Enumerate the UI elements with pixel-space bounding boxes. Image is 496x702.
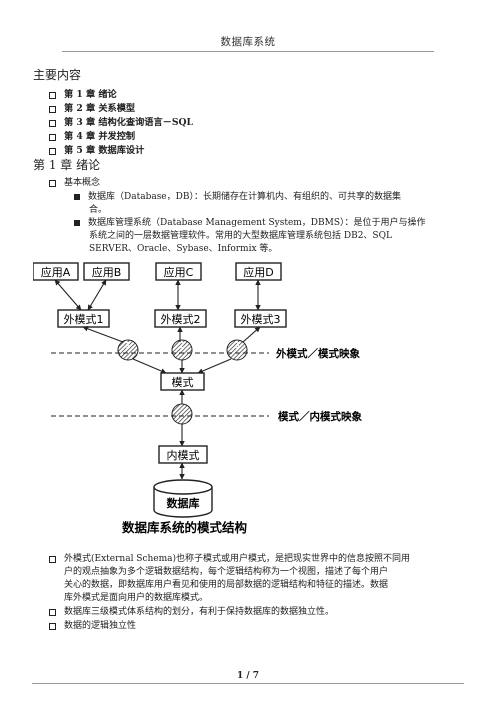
page-header-title: 数据库系统 bbox=[220, 36, 276, 48]
table-of-contents: 第 1 章 绪论 第 2 章 关系模型 第 3 章 结构化查询语言－SQL 第 … bbox=[49, 88, 193, 158]
basic-concepts-item: 基本概念 bbox=[49, 177, 100, 190]
bullet-dbms-cont-1: 系统之间的一层数据管理软件。常用的大型数据库管理系统包括 DB2、SQL bbox=[89, 231, 392, 241]
page-number: 1 / 7 bbox=[236, 671, 260, 681]
toc-item[interactable]: 第 1 章 绪论 bbox=[49, 88, 193, 102]
external-schema-paragraph-line2: 户的观点抽象为多个逻辑数据结构，每个逻辑结构称为一个视图，描述了每个用户 bbox=[64, 567, 389, 577]
three-level-paragraph: 数据库三级模式体系结构的划分，有利于保持数据库的数据独立性。 bbox=[49, 606, 334, 619]
external-schema-paragraph-line3: 关心的数据，即数据库用户看见和使用的局部数据的逻辑结构和特征的描述。数据 bbox=[64, 580, 389, 590]
app-d-label: 应用D bbox=[243, 265, 273, 279]
toc-item[interactable]: 第 2 章 关系模型 bbox=[49, 102, 193, 116]
checkbox-icon bbox=[49, 147, 56, 155]
bullet-db: 数据库（Database，DB）：长期储存在计算机内、有组织的、可共享的数据集 bbox=[74, 191, 401, 204]
checkbox-icon bbox=[49, 91, 56, 99]
database-cylinder bbox=[153, 479, 213, 518]
int-mapping-label: 模式／内模式映象 bbox=[278, 410, 362, 423]
svg-text:1: 1 bbox=[125, 341, 130, 350]
bullet-dbms: 数据库管理系统（Database Management System，DBMS）… bbox=[74, 217, 426, 230]
app-b-label: 应用B bbox=[92, 265, 122, 279]
app-a-label: 应用A bbox=[41, 265, 71, 279]
external-schema-paragraph: 外模式(External Schema)也称子模式或用户模式，是把现实世界中的信… bbox=[49, 553, 410, 566]
external-schema-1-label: 外模式1 bbox=[64, 313, 104, 326]
toc-item[interactable]: 第 5 章 数据库设计 bbox=[49, 144, 193, 158]
bullet-dbms-cont-2: SERVER、Oracle、Sybase、Informix 等。 bbox=[89, 244, 278, 254]
bullet-db-cont: 合。 bbox=[89, 205, 108, 215]
internal-schema-label: 内模式 bbox=[167, 448, 200, 462]
checkbox-icon bbox=[49, 133, 56, 141]
toc-item[interactable]: 第 3 章 结构化查询语言－SQL bbox=[49, 116, 193, 130]
ext-mapping-label: 外模式／模式映象 bbox=[275, 347, 360, 360]
checkbox-icon bbox=[49, 609, 56, 616]
database-label: 数据库 bbox=[167, 496, 200, 510]
external-schema-2-label: 外模式2 bbox=[161, 313, 201, 326]
app-c-label: 应用C bbox=[164, 265, 194, 279]
chapter1-title: 第 1 章 绪论 bbox=[33, 158, 101, 172]
checkbox-icon bbox=[49, 180, 56, 187]
bullet-icon bbox=[74, 194, 80, 200]
checkbox-icon bbox=[49, 119, 56, 127]
logical-independence-item: 数据的逻辑独立性 bbox=[49, 620, 136, 633]
schema-label: 模式 bbox=[172, 376, 194, 389]
main-heading: 主要内容 bbox=[33, 68, 82, 82]
external-schema-paragraph-line4: 库外模式是面向用户的数据库模式。 bbox=[64, 593, 209, 603]
bullet-icon bbox=[74, 220, 80, 226]
checkbox-icon bbox=[49, 556, 56, 563]
toc-item[interactable]: 第 4 章 并发控制 bbox=[49, 130, 193, 144]
app-box-b bbox=[83, 262, 130, 281]
mapping-circle-internal bbox=[171, 403, 193, 425]
svg-text:3: 3 bbox=[234, 341, 239, 350]
schema-architecture-diagram: 应用A 应用B 应用C 应用D 外模式1 外模式2 外模式3 外模式／模式映象 … bbox=[33, 262, 362, 535]
mapping-circle-3 bbox=[226, 339, 248, 361]
footer-divider bbox=[32, 683, 464, 684]
checkbox-icon bbox=[49, 105, 56, 113]
external-schema-3-label: 外模式3 bbox=[241, 313, 281, 326]
external-schema-3-box bbox=[234, 309, 287, 328]
checkbox-icon bbox=[49, 623, 56, 630]
mapping-circle-1 bbox=[117, 339, 139, 361]
diagram-caption: 数据库系统的模式结构 bbox=[121, 520, 247, 535]
svg-text:2: 2 bbox=[179, 341, 184, 350]
header-divider bbox=[62, 51, 434, 52]
